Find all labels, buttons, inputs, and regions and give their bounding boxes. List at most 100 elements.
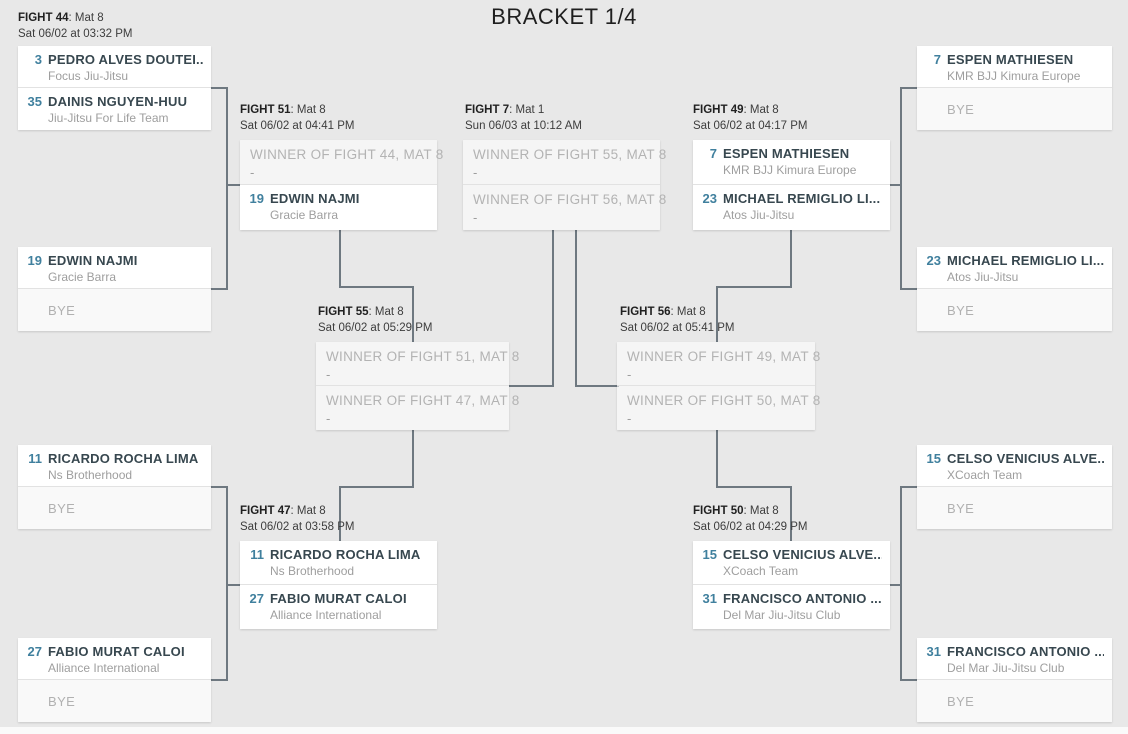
fight-datetime: Sat 06/02 at 04:29 PM — [693, 521, 808, 533]
participant-row[interactable]: 15 CELSO VENICIUS ALVE... XCoach Team — [917, 445, 1112, 487]
winner-of-label: WINNER OF FIGHT 55, MAT 8 — [473, 147, 667, 162]
connector-line — [900, 87, 917, 89]
connector-line — [339, 230, 341, 288]
connector-line — [211, 288, 228, 290]
winner-dash: - — [326, 411, 331, 426]
seed-number: 11 — [28, 451, 42, 466]
bye-label: BYE — [48, 500, 76, 516]
bye-label: BYE — [48, 302, 76, 318]
seed-number: 23 — [926, 253, 941, 268]
bye-row: BYE — [917, 487, 1112, 529]
match-card-fight-7: WINNER OF FIGHT 55, MAT 8 - WINNER OF FI… — [463, 140, 667, 230]
fight-mat: : Mat 8 — [368, 306, 404, 318]
page-bottom-strip — [0, 727, 1128, 734]
connector-line — [716, 286, 718, 342]
fight-label-7: FIGHT 7: Mat 1 Sun 06/03 at 10:12 AM — [465, 102, 582, 134]
connector-line — [211, 486, 228, 488]
connector-line — [575, 230, 577, 387]
fight-number: FIGHT 44 — [18, 12, 69, 24]
winner-dash: - — [627, 411, 632, 426]
participant-name: FRANCISCO ANTONIO ... — [723, 591, 882, 606]
fight-mat: : Mat 8 — [290, 505, 326, 517]
winner-placeholder-row: WINNER OF FIGHT 51, MAT 8 - — [316, 342, 519, 386]
match-card-bye-celso: 15 CELSO VENICIUS ALVE... XCoach Team BYE — [917, 445, 1112, 529]
fight-number: FIGHT 56 — [620, 306, 671, 318]
fight-label-51: FIGHT 51: Mat 8 Sat 06/02 at 04:41 PM — [240, 102, 354, 134]
team-name: XCoach Team — [947, 468, 1023, 482]
fight-label-47: FIGHT 47: Mat 8 Sat 06/02 at 03:58 PM — [240, 503, 354, 535]
participant-name: PEDRO ALVES DOUTEI... — [48, 52, 203, 67]
fight-number: FIGHT 55 — [318, 306, 369, 318]
connector-line — [890, 184, 902, 186]
participant-row[interactable]: 3 PEDRO ALVES DOUTEI...Focus Jiu-Jitsu — [18, 46, 211, 88]
team-name: Atos Jiu-Jitsu — [947, 270, 1019, 284]
bye-label: BYE — [947, 693, 975, 709]
winner-dash: - — [473, 165, 478, 180]
connector-line — [790, 486, 792, 541]
participant-row[interactable]: 31 FRANCISCO ANTONIO ...Del Mar Jiu-Jits… — [917, 638, 1112, 680]
participant-row[interactable]: 23 MICHAEL REMIGLIO LI... Atos Jiu-Jitsu — [917, 247, 1112, 289]
connector-line — [552, 230, 554, 387]
winner-of-label: WINNER OF FIGHT 49, MAT 8 — [627, 349, 821, 364]
team-name: Gracie Barra — [270, 208, 339, 222]
winner-of-label: WINNER OF FIGHT 50, MAT 8 — [627, 393, 821, 408]
winner-of-label: WINNER OF FIGHT 47, MAT 8 — [326, 393, 520, 408]
connector-line — [716, 486, 792, 488]
team-name: Gracie Barra — [48, 270, 117, 284]
participant-name: FABIO MURAT CALOI — [270, 591, 407, 606]
fight-number: FIGHT 49 — [693, 104, 744, 116]
participant-name: EDWIN NAJMI — [48, 253, 138, 268]
participant-row[interactable]: 23 MICHAEL REMIGLIO LI...Atos Jiu-Jitsu — [693, 185, 890, 230]
bye-row: BYE — [18, 487, 211, 529]
fight-datetime: Sat 06/02 at 03:58 PM — [240, 521, 355, 533]
fight-mat: : Mat 8 — [670, 306, 706, 318]
team-name: Alliance International — [48, 661, 160, 675]
seed-number: 15 — [926, 451, 941, 466]
winner-of-label: WINNER OF FIGHT 44, MAT 8 — [250, 147, 444, 162]
participant-name: ESPEN MATHIESEN — [947, 52, 1074, 67]
participant-name: CELSO VENICIUS ALVE... — [723, 547, 882, 562]
bye-label: BYE — [947, 101, 975, 117]
fight-label-49: FIGHT 49: Mat 8 Sat 06/02 at 04:17 PM — [693, 102, 807, 134]
connector-line — [412, 430, 414, 488]
bye-row: BYE — [18, 680, 211, 722]
participant-name: MICHAEL REMIGLIO LI... — [947, 253, 1104, 268]
team-name: Del Mar Jiu-Jitsu Club — [723, 608, 841, 622]
connector-line — [900, 486, 917, 488]
match-card-fight-51: WINNER OF FIGHT 44, MAT 8 - 19 EDWIN NAJ… — [240, 140, 444, 230]
fight-label-55: FIGHT 55: Mat 8 Sat 06/02 at 05:29 PM — [318, 304, 432, 336]
winner-placeholder-row: WINNER OF FIGHT 47, MAT 8 - — [316, 386, 520, 430]
seed-number: 11 — [250, 547, 264, 562]
seed-number: 15 — [702, 547, 717, 562]
connector-line — [900, 288, 917, 290]
connector-line — [575, 385, 619, 387]
participant-row[interactable]: 15 CELSO VENICIUS ALVE...XCoach Team — [693, 541, 890, 585]
participant-name: CELSO VENICIUS ALVE... — [947, 451, 1104, 466]
winner-placeholder-row: WINNER OF FIGHT 44, MAT 8 - — [240, 140, 444, 185]
fight-mat: : Mat 8 — [290, 104, 326, 116]
fight-datetime: Sun 06/03 at 10:12 AM — [465, 120, 583, 132]
participant-row[interactable]: 31 FRANCISCO ANTONIO ...Del Mar Jiu-Jits… — [693, 585, 890, 629]
fight-number: FIGHT 47 — [240, 505, 291, 517]
seed-number: 27 — [249, 591, 264, 606]
fight-mat: : Mat 8 — [743, 104, 779, 116]
winner-placeholder-row: WINNER OF FIGHT 49, MAT 8 - — [617, 342, 821, 386]
winner-dash: - — [473, 210, 478, 225]
team-name: Del Mar Jiu-Jitsu Club — [947, 661, 1065, 675]
fight-label-56: FIGHT 56: Mat 8 Sat 06/02 at 05:41 PM — [620, 304, 734, 336]
connector-line — [890, 584, 902, 586]
team-name: Focus Jiu-Jitsu — [48, 69, 129, 83]
page-title: BRACKET 1/4 — [491, 4, 637, 29]
